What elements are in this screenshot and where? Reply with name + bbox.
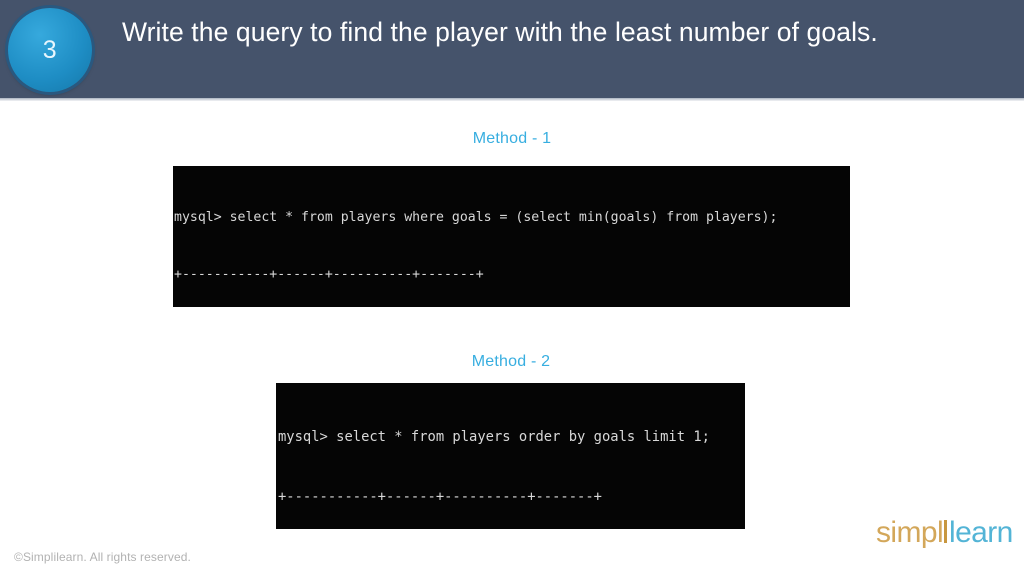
terminal-2-line-rule-top: +-----------+------+----------+-------+ <box>278 489 602 506</box>
terminal-1-line-rule-top: +-----------+------+----------+-------+ <box>174 267 484 283</box>
slide-number-badge: 3 <box>8 8 92 92</box>
terminal-1-line-query: mysql> select * from players where goals… <box>174 209 778 225</box>
copyright-text: ©Simplilearn. All rights reserved. <box>14 550 191 564</box>
logo-text-simpl: simpl <box>876 516 944 549</box>
terminal-2-line-query: mysql> select * from players order by go… <box>278 428 710 445</box>
simplilearn-logo: simpl learn <box>876 518 1013 554</box>
slide-header <box>0 0 1024 98</box>
terminal-output-method-1: mysql> select * from players where goals… <box>173 166 850 307</box>
terminal-output-method-2: mysql> select * from players order by go… <box>276 383 745 529</box>
logo-text-learn: learn <box>949 516 1013 549</box>
method-2-label: Method - 2 <box>471 353 551 370</box>
header-divider <box>0 98 1024 101</box>
logo-divider-bar <box>944 520 948 543</box>
slide-number-text: 3 <box>42 35 58 64</box>
page-title: Write the query to find the player with … <box>122 17 878 47</box>
method-1-label: Method - 1 <box>472 130 552 147</box>
